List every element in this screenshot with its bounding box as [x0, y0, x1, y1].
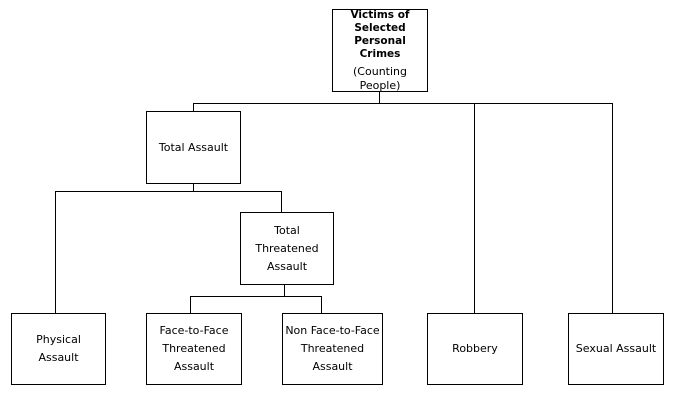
node-root-title-line: Crimes	[359, 47, 401, 60]
node-label-line: Face-to-Face	[159, 324, 229, 337]
node-label-line: Assault	[38, 351, 79, 364]
node-root-title-line: Victims of	[350, 8, 410, 21]
node-physical-assault: Physical Assault	[11, 313, 106, 385]
node-label-line: Threatened	[255, 241, 319, 255]
node-label-line: Assault	[312, 360, 353, 373]
node-label-line: Threatened	[300, 342, 365, 355]
node-robbery: Robbery	[427, 313, 523, 385]
node-label-line: Robbery	[452, 342, 498, 355]
node-victims-selected-personal-crimes: Victims of Selected Personal Crimes (Cou…	[332, 9, 428, 92]
node-label-line: Assault	[266, 259, 308, 273]
node-root-title: Victims of Selected Personal Crimes	[333, 9, 427, 61]
node-label-line: Total	[274, 223, 300, 237]
node-root-subtitle-line: People)	[359, 78, 401, 92]
node-non-face-to-face-threatened-assault: Non Face-to-Face Threatened Assault	[282, 313, 383, 385]
node-total-threatened-assault: Total Threatened Assault	[240, 212, 334, 285]
node-label-line: Threatened	[162, 342, 226, 355]
node-label-line: Sexual Assault	[575, 342, 657, 355]
node-root-title-line: Selected Personal	[354, 21, 406, 47]
node-root-subtitle: (Counting People)	[353, 65, 407, 93]
node-label-line: Total Assault	[158, 140, 229, 154]
node-label-line: Non Face-to-Face	[285, 324, 380, 337]
node-label-line: Physical	[36, 333, 81, 346]
node-label-line: Assault	[173, 360, 215, 373]
node-face-to-face-threatened-assault: Face-to-Face Threatened Assault	[146, 313, 242, 385]
node-sexual-assault: Sexual Assault	[568, 313, 664, 385]
node-root-subtitle-line: (Counting	[353, 64, 407, 78]
node-total-assault: Total Assault	[146, 111, 241, 184]
